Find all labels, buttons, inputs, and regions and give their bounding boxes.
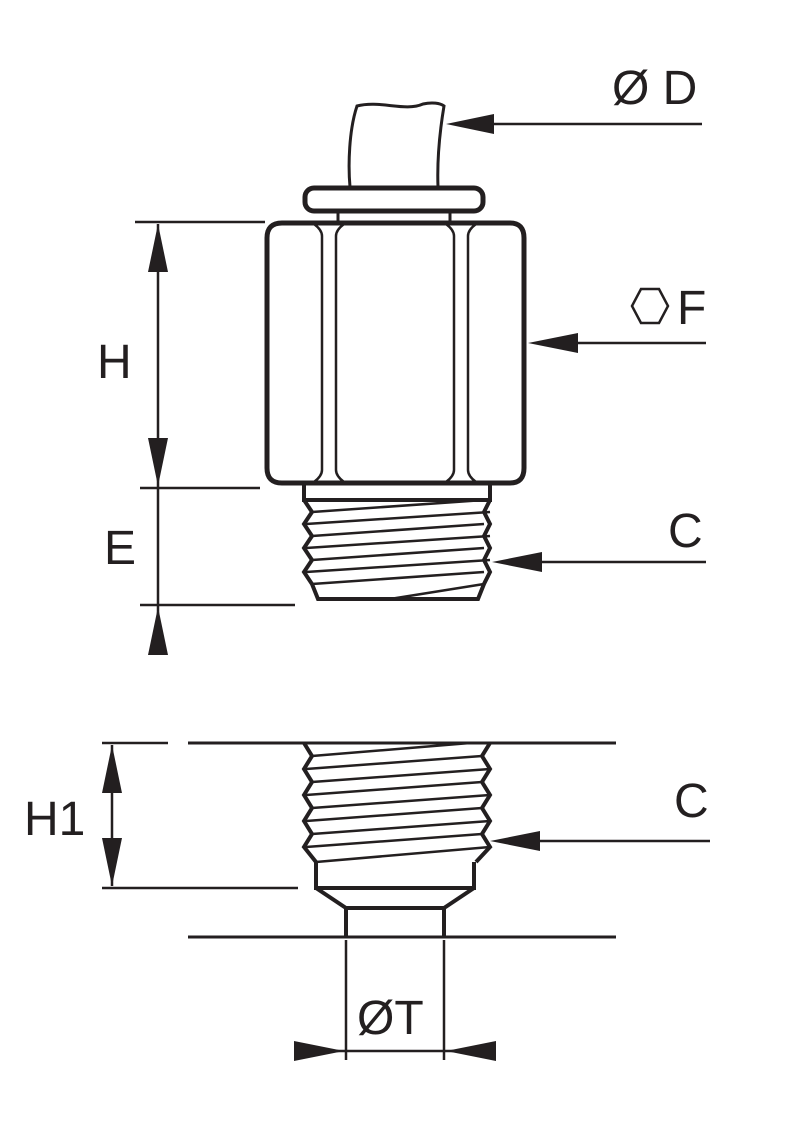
port-bore: [344, 908, 446, 937]
label-thread-c-bottom: C: [674, 775, 709, 828]
female-thread-profile: [301, 741, 493, 864]
arrowhead-icon: [148, 224, 168, 272]
leader-diameter-d: Ø D: [446, 62, 702, 134]
arrowhead-icon: [490, 831, 540, 851]
label-hex-f: F: [677, 282, 706, 335]
arrowhead-icon: [148, 438, 168, 486]
male-thread-lines: [305, 498, 491, 601]
leader-thread-c-bottom: C: [490, 775, 710, 851]
label-diameter-d: Ø D: [612, 62, 697, 115]
hex-flat-left-inner: [334, 223, 345, 483]
label-h1: H1: [24, 793, 85, 846]
thread-neck: [302, 485, 492, 502]
fitting-assembly: [264, 101, 527, 601]
label-diameter-t: ØT: [357, 992, 424, 1045]
arrowhead-icon: [528, 333, 578, 353]
arrowhead-icon: [102, 838, 122, 886]
hexagon-icon: [630, 287, 670, 325]
port-taper: [314, 862, 476, 910]
dimension-diameter-t: ØT: [294, 940, 496, 1061]
female-thread-lines: [305, 741, 491, 864]
arrowhead-icon: [102, 745, 122, 793]
arrowhead-icon: [294, 1041, 344, 1061]
arrowhead-icon: [148, 607, 168, 655]
leader-hex-f: F: [528, 282, 706, 353]
hex-body: [264, 220, 527, 486]
leader-thread-c-top: C: [492, 505, 706, 572]
label-e: E: [104, 522, 136, 575]
label-h: H: [97, 336, 132, 389]
port-section: [188, 741, 616, 939]
hex-flat-right: [466, 223, 477, 483]
hex-flat-left: [313, 223, 324, 483]
dimension-h-e: H E: [97, 220, 295, 655]
label-thread-c-top: C: [668, 505, 703, 558]
male-thread-profile: [301, 498, 493, 601]
dimension-h1: H1: [24, 741, 298, 890]
collet-cap: [302, 185, 486, 214]
arrowhead-icon: [446, 1041, 496, 1061]
tube-stub: [347, 101, 446, 188]
hex-flat-right-inner: [445, 223, 456, 483]
arrowhead-icon: [446, 114, 494, 134]
arrowhead-icon: [492, 552, 542, 572]
